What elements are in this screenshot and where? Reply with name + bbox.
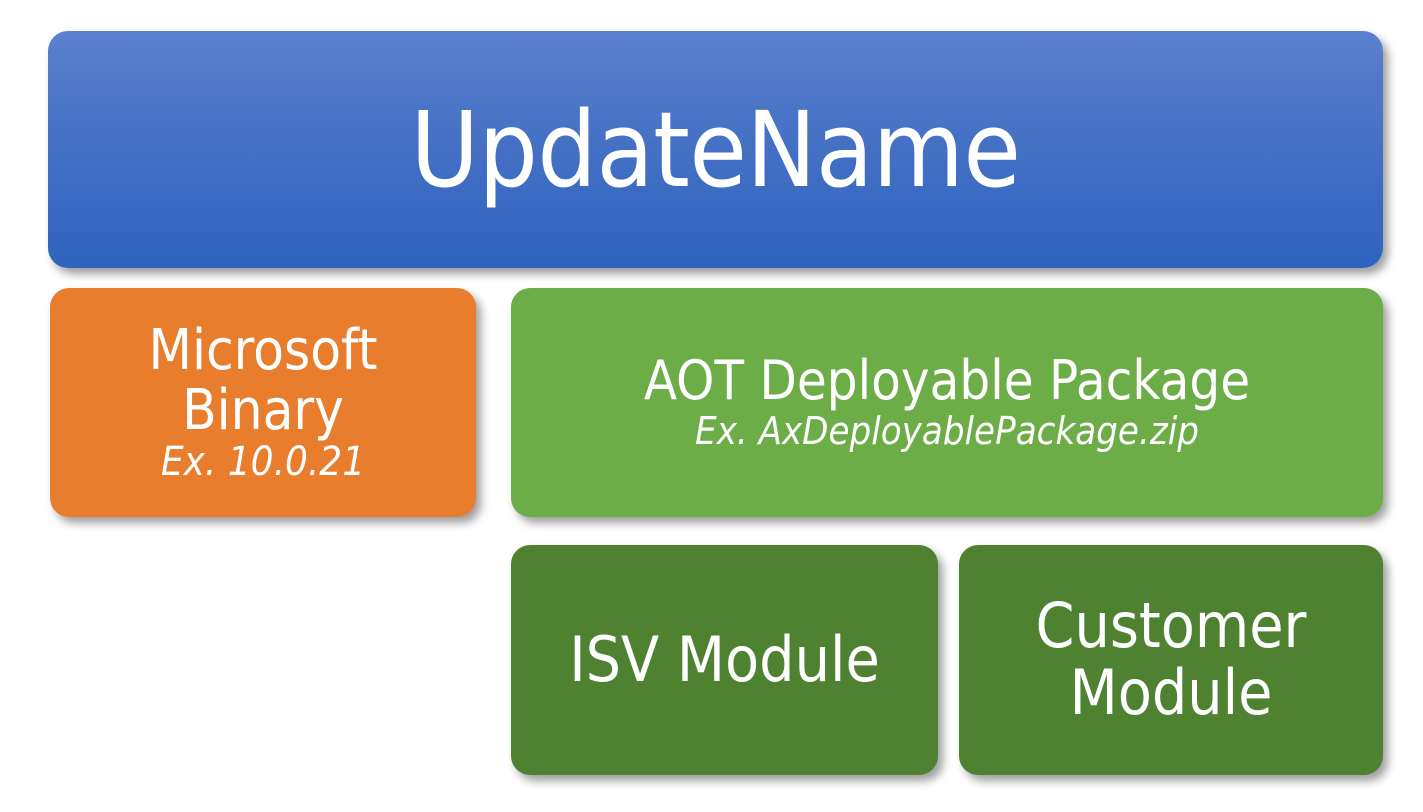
node-aot-deployable-package: AOT Deployable Package Ex. AxDeployableP…: [511, 288, 1383, 517]
node-microsoft-binary: Microsoft Binary Ex. 10.0.21: [50, 288, 476, 517]
node-isv-module: ISV Module: [511, 545, 938, 775]
node-customer-module-label: Customer Module: [1035, 589, 1307, 729]
node-update-name: UpdateName: [48, 31, 1383, 268]
node-microsoft-binary-example: Ex. 10.0.21: [160, 439, 366, 486]
node-aot-deployable-package-example: Ex. AxDeployablePackage.zip: [695, 409, 1199, 454]
node-isv-module-label: ISV Module: [569, 622, 880, 696]
node-aot-deployable-package-label: AOT Deployable Package: [643, 349, 1251, 413]
node-microsoft-binary-label: Microsoft Binary: [148, 318, 378, 443]
node-customer-module: Customer Module: [959, 545, 1383, 775]
node-update-name-label: UpdateName: [410, 88, 1021, 211]
